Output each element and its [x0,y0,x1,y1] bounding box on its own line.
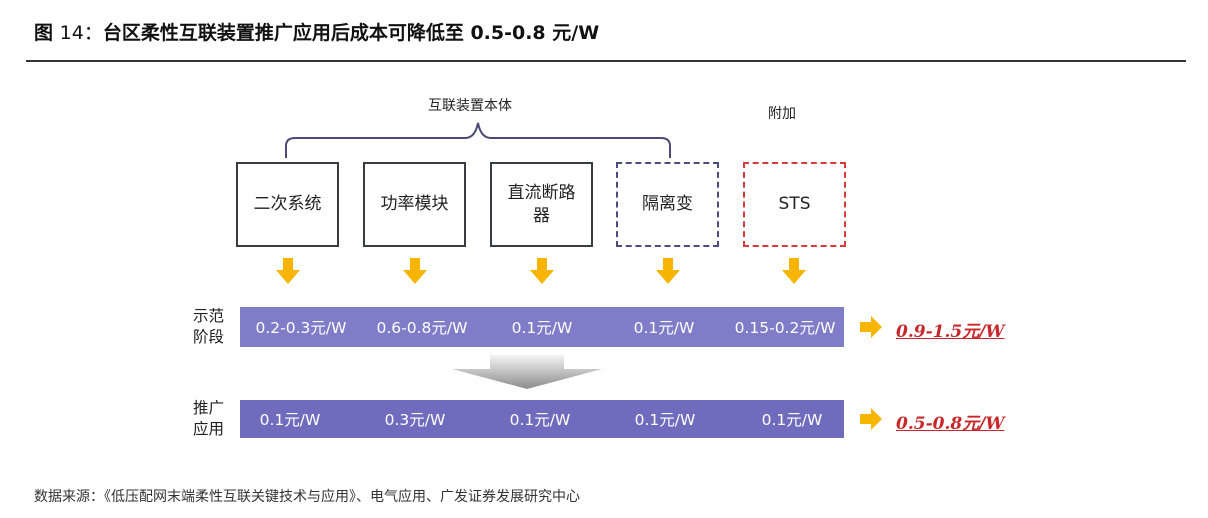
component-label: STS [778,194,811,215]
row-label-line: 阶段 [193,327,225,346]
cost-cell: 0.1元/W [634,411,696,429]
row-label-demo: 示范 阶段 [193,306,224,348]
component-box-power-module: 功率模块 [363,162,466,247]
cost-bar-promo: 0.1元/W 0.3元/W 0.1元/W 0.1元/W 0.1元/W [240,400,844,438]
cost-cell: 0.15-0.2元/W [734,319,836,337]
cost-bar-demo: 0.2-0.3元/W 0.6-0.8元/W 0.1元/W 0.1元/W 0.15… [240,307,844,347]
row-label-line: 推广 [193,399,225,417]
component-box-dc-breaker: 直流断路器 [490,162,593,247]
component-label: 直流断路器 [507,182,576,226]
cost-cell: 0.1元/W [633,319,695,337]
cost-cell: 0.1元/W [761,411,823,429]
arrow-down-icon [656,258,680,284]
cost-cell: 0.1元/W [259,411,321,429]
gradient-arrow-icon [452,355,602,389]
figure-caption: 台区柔性互联装置推广应用后成本可降低至 0.5-0.8 元/W [102,22,600,44]
component-label: 功率模块 [380,194,449,215]
row-label-promo: 推广 应用 [193,398,224,440]
cost-cell: 0.3元/W [384,411,446,429]
component-label: 二次系统 [253,194,322,215]
figure-prefix: 图 [34,22,54,44]
title-divider [26,60,1186,62]
source-note: 数据来源：《低压配网末端柔性互联关键技术与应用》、电气应用、广发证券发展研究中心 [34,489,580,505]
cost-cell: 0.6-0.8元/W [376,319,468,337]
component-box-secondary-system: 二次系统 [236,162,339,247]
group-label-addon: 附加 [768,106,796,122]
component-label: 隔离变 [642,194,693,215]
figure-number: 14： [59,22,103,44]
group-label-main: 互联装置本体 [428,98,512,114]
arrow-right-icon [860,316,882,338]
cost-cell: 0.2-0.3元/W [255,319,347,337]
arrow-down-icon [276,258,300,284]
brace-icon [285,122,671,158]
total-demo: 0.9-1.5元/W [896,322,1005,342]
total-promo: 0.5-0.8元/W [896,414,1005,434]
row-label-line: 示范 [193,307,225,325]
figure-title: 图 14：台区柔性互联装置推广应用后成本可降低至 0.5-0.8 元/W [34,18,599,45]
row-label-line: 应用 [193,419,225,438]
component-box-sts: STS [743,162,846,247]
arrow-down-icon [403,258,427,284]
arrow-down-icon [530,258,554,284]
cost-cell: 0.1元/W [511,319,573,337]
component-box-isolation-transformer: 隔离变 [616,162,719,247]
arrow-down-icon [782,258,806,284]
cost-cell: 0.1元/W [509,411,571,429]
arrow-right-icon [860,408,882,430]
